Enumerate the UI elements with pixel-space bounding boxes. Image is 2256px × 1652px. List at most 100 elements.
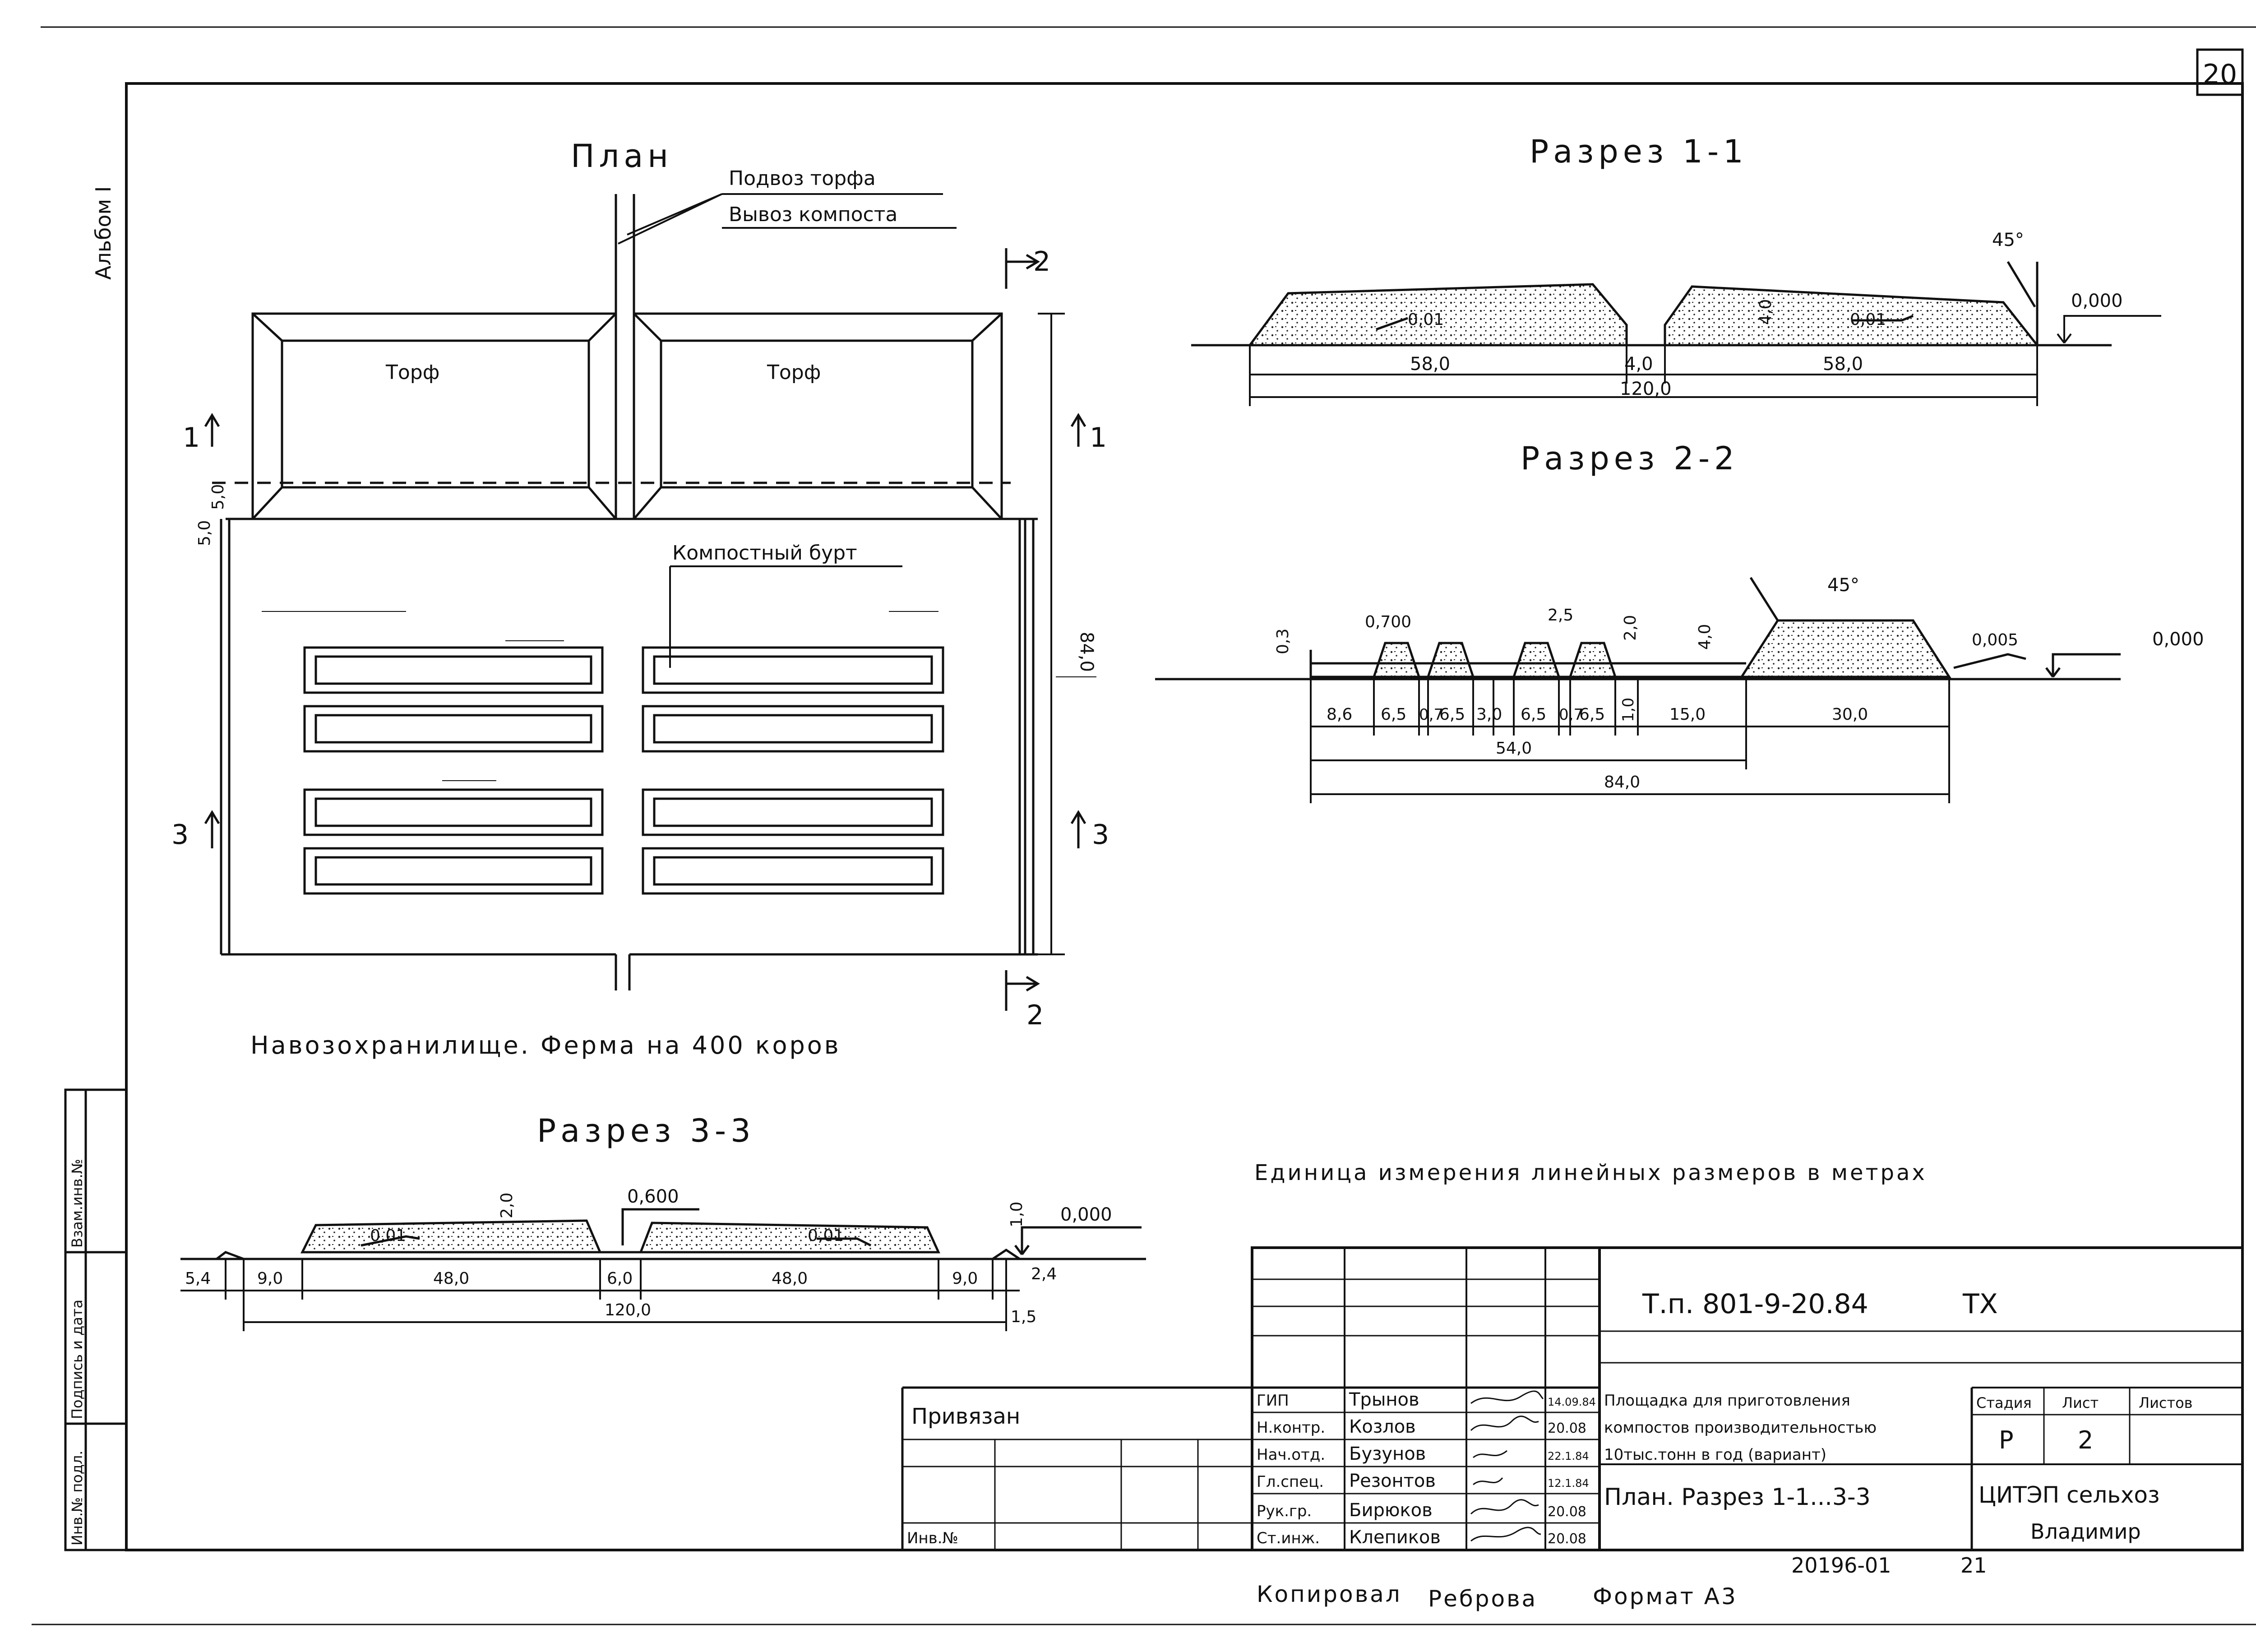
s11-dim-total: 120,0 <box>1620 379 1672 399</box>
date-3: 12.1.84 <box>1548 1477 1589 1490</box>
s22-dim-84: 84,0 <box>1604 773 1640 791</box>
plan-dim-84: 84,0 <box>1076 632 1097 672</box>
role-5: Ст.инж. <box>1257 1529 1320 1547</box>
s22-slope: 0,005 <box>1972 631 2018 649</box>
date-5: 20.08 <box>1548 1531 1586 1547</box>
compost-pile-label: Компостный бурт <box>672 541 857 565</box>
page-number: 20 <box>2203 59 2237 90</box>
section-3-3-title: Разрез 3-3 <box>537 1112 755 1149</box>
peat-label-right: Торф <box>767 361 821 384</box>
s33-dim-1: 9,0 <box>257 1269 283 1288</box>
section-3-3-drawing <box>180 1208 1146 1260</box>
peat-delivery-label: Подвоз торфа <box>729 167 876 190</box>
cut-1-left: 1 <box>183 422 200 453</box>
plan-leaders <box>618 193 957 668</box>
section-1-1-dims <box>1249 315 2161 406</box>
stage-value: Р <box>1999 1426 2014 1454</box>
compost-removal-label: Вывоз компоста <box>729 203 897 226</box>
album-label: Альбом I <box>91 186 116 280</box>
role-1: Н.контр. <box>1257 1419 1325 1437</box>
s33-h-10: 1,0 <box>1008 1202 1026 1227</box>
cut-1-right: 1 <box>1090 422 1107 453</box>
s11-dim-right: 58,0 <box>1823 354 1863 375</box>
name-2: Бузунов <box>1349 1444 1426 1464</box>
s11-level: 0,000 <box>2071 291 2123 311</box>
s22-dim-7: 6,5 <box>1579 705 1605 724</box>
s22-dim-54: 54,0 <box>1496 739 1532 758</box>
cut-3-left: 3 <box>171 819 189 851</box>
plan-dimension-84 <box>1038 313 1065 955</box>
units-note: Единица измерения линейных размеров в ме… <box>1254 1160 1927 1185</box>
compost-piles <box>303 646 944 895</box>
s11-slope-left: 0,01 <box>1408 310 1444 329</box>
plan-outline <box>212 194 1096 990</box>
s33-slope-left: 0,01 <box>370 1226 406 1245</box>
s33-slope-right: 0,01 <box>808 1226 844 1245</box>
signatures <box>1470 1390 1544 1542</box>
sheet-label: Лист <box>2062 1394 2099 1411</box>
s33-mark-600: 0,600 <box>627 1186 679 1207</box>
description-line-1: компостов производительностью <box>1604 1419 1877 1437</box>
role-4: Рук.гр. <box>1257 1502 1312 1520</box>
title-mark: ТХ <box>1962 1288 1998 1320</box>
s22-dim-9: 15,0 <box>1669 705 1706 724</box>
copier-name: Реброва <box>1428 1586 1537 1612</box>
cut-2-top: 2 <box>1033 246 1050 278</box>
side-stamp-replace: Взам.инв.№ <box>69 1159 86 1248</box>
date-4: 20.08 <box>1548 1504 1586 1520</box>
s33-level: 0,000 <box>1060 1204 1112 1225</box>
side-stamp-sign: Подпись и дата <box>69 1300 86 1419</box>
description-line-0: Площадка для приготовления <box>1604 1392 1850 1410</box>
cut-3-right: 3 <box>1092 819 1109 851</box>
name-3: Резонтов <box>1349 1471 1436 1491</box>
s22-dim-1: 6,5 <box>1381 705 1406 724</box>
format-label: Формат A3 <box>1593 1583 1738 1610</box>
section-2-2-dims <box>1310 679 1950 803</box>
s33-dim-15: 1,5 <box>1011 1308 1036 1326</box>
s33-dim-total: 120,0 <box>605 1301 651 1319</box>
s22-dim-2: 0,7 <box>1419 706 1443 724</box>
s33-dim-2: 48,0 <box>433 1269 469 1288</box>
s22-dim-10: 30,0 <box>1832 705 1868 724</box>
s22-dim-4: 3,0 <box>1476 705 1502 724</box>
name-1: Козлов <box>1349 1416 1416 1437</box>
s33-h-20: 2,0 <box>498 1193 516 1218</box>
stage-label: Стадия <box>1976 1394 2032 1411</box>
section-2-2-title: Разрез 2-2 <box>1521 440 1739 477</box>
s22-dim-3: 6,5 <box>1439 705 1465 724</box>
s22-h-40: 4,0 <box>1696 624 1714 650</box>
peat-label-left: Торф <box>385 361 439 384</box>
role-3: Гл.спец. <box>1257 1473 1324 1491</box>
org-name: ЦИТЭП сельхоз <box>1979 1482 2160 1508</box>
org-city: Владимир <box>2030 1519 2141 1544</box>
section-1-1-drawing <box>1191 261 2112 347</box>
section-3-3-dims <box>180 1259 1020 1331</box>
s33-dim-3: 6,0 <box>607 1269 633 1288</box>
name-5: Клепиков <box>1349 1527 1441 1548</box>
date-1: 20.08 <box>1548 1421 1586 1436</box>
sheet-no: 2 <box>2078 1426 2093 1454</box>
cut-2-bottom: 2 <box>1026 1000 1044 1031</box>
s22-dim-8: 1,0 <box>1619 698 1637 722</box>
copied-by: Копировал <box>1257 1581 1402 1607</box>
role-0: ГИП <box>1257 1392 1289 1410</box>
plan-title: План <box>571 138 673 175</box>
s11-angle: 45° <box>1992 230 2024 250</box>
side-stamp-inv: Инв.№ подл. <box>69 1450 86 1546</box>
description-line-2: 10тыс.тонн в год (вариант) <box>1604 1446 1826 1464</box>
s22-dim-6: 0,7 <box>1559 706 1583 724</box>
role-2: Нач.отд. <box>1257 1446 1325 1464</box>
s11-slope-right: 0,01 <box>1850 310 1886 329</box>
name-4: Бирюков <box>1349 1500 1433 1521</box>
s22-angle: 45° <box>1827 575 1859 596</box>
plan-dim-5a: 5,0 <box>195 520 214 546</box>
archive-number: 20196-01 <box>1791 1553 1891 1578</box>
s11-dim-mid: 4,0 <box>1624 354 1653 375</box>
s22-w-25: 2,5 <box>1548 606 1573 625</box>
s33-dim-5: 9,0 <box>952 1269 978 1288</box>
section-1-1-title: Разрез 1-1 <box>1530 133 1748 170</box>
s33-dim-6: 2,4 <box>1031 1265 1057 1283</box>
date-2: 22.1.84 <box>1548 1450 1589 1462</box>
s22-mark-700: 0,700 <box>1365 613 1411 631</box>
